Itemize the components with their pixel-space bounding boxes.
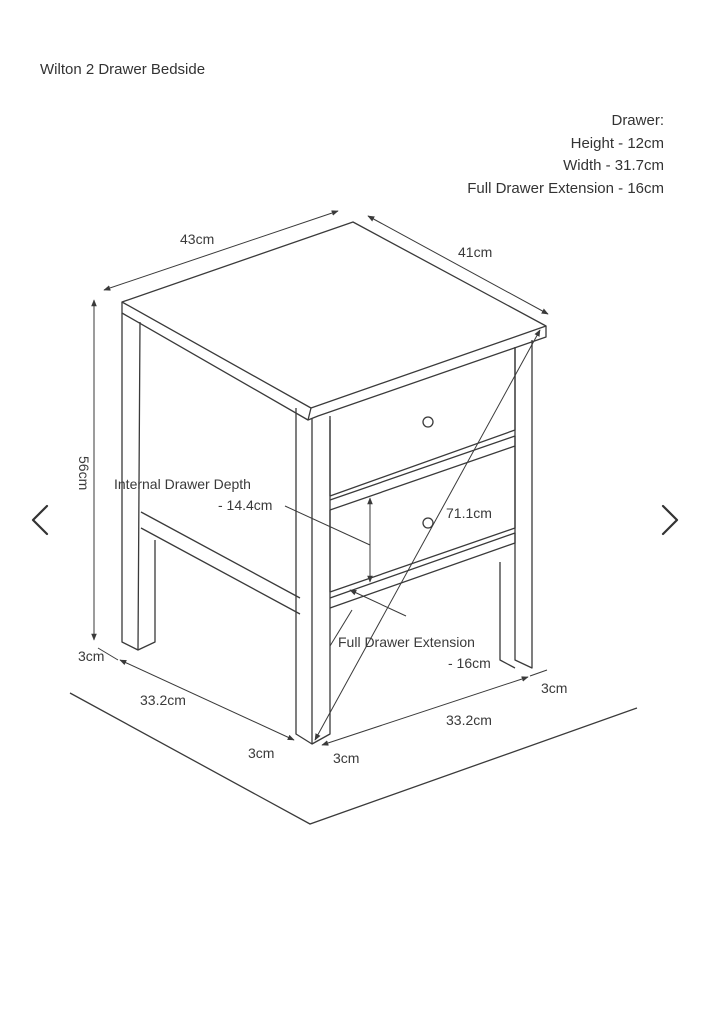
drawer-bottom-knob <box>422 517 434 529</box>
leg-back-left <box>121 313 141 651</box>
label-top-depth: 41cm <box>458 244 492 260</box>
left-side-rail <box>140 511 301 615</box>
label-base-right: 33.2cm <box>446 712 492 728</box>
dimension-lines <box>91 210 549 746</box>
label-diagonal: 71.1cm <box>446 505 492 521</box>
chevron-left-icon <box>31 504 49 536</box>
drawer-top-knob <box>422 416 434 428</box>
label-base-left: 33.2cm <box>140 692 186 708</box>
page-title: Wilton 2 Drawer Bedside <box>40 61 206 78</box>
label-internal-depth-2: - 14.4cm <box>218 497 272 513</box>
label-leg-front-left: 3cm <box>248 745 274 761</box>
label-leg-left: 3cm <box>78 648 104 664</box>
drawer-specs: Drawer: Height - 12cm Width - 31.7cm Ful… <box>467 110 664 200</box>
drawer-specs-heading: Drawer: <box>611 112 664 129</box>
leg-front-left <box>295 408 331 745</box>
label-leg-front-right: 3cm <box>333 750 359 766</box>
label-extension-2: - 16cm <box>448 655 491 671</box>
dimension-labels: 43cm 41cm 56cm Internal Drawer Depth - 1… <box>76 231 567 766</box>
previous-image-button[interactable] <box>25 500 55 540</box>
chevron-right-icon <box>661 504 679 536</box>
leg-back-right <box>514 340 533 669</box>
next-image-button[interactable] <box>655 500 685 540</box>
label-extension-1: Full Drawer Extension <box>338 634 475 650</box>
drawer-height-spec: Height - 12cm <box>570 134 664 152</box>
table-top-edge <box>121 302 547 421</box>
drawer-extension-spec: Full Drawer Extension - 16cm <box>467 179 664 197</box>
label-top-width: 43cm <box>180 231 214 247</box>
label-internal-depth-1: Internal Drawer Depth <box>114 476 251 492</box>
label-leg-right: 3cm <box>541 680 567 696</box>
label-side-height: 56cm <box>76 456 92 490</box>
drawer-width-spec: Width - 31.7cm <box>563 157 664 174</box>
